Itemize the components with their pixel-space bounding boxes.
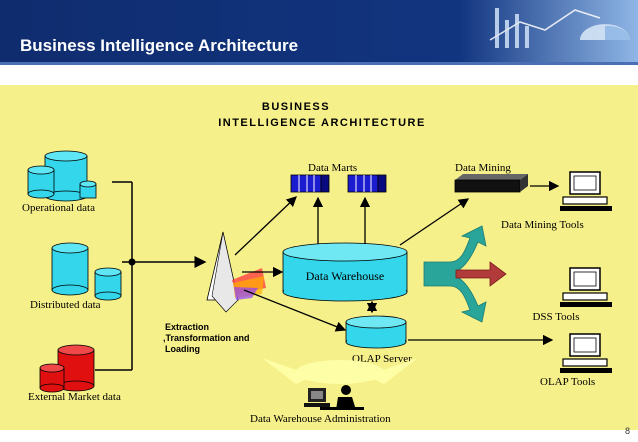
page-number: 8 xyxy=(624,426,630,436)
header-chart-graphic xyxy=(489,8,631,48)
external-market-data-label: External Market data xyxy=(28,391,121,403)
header-divider xyxy=(0,62,638,65)
bi-architecture-diagram: BUSINESS INTELLIGENCE ARCHITECTURE Opera… xyxy=(22,101,612,425)
etl-label-line1: Extraction xyxy=(165,322,209,332)
data-mart-icon-2 xyxy=(347,174,387,193)
etl-label-line2: ,Transformation and xyxy=(163,333,250,343)
data-mart-icon-1 xyxy=(290,174,330,193)
computer-icon-mining xyxy=(560,171,612,211)
computer-icon-dss xyxy=(560,267,612,307)
slide-title: Business Intelligence Architecture xyxy=(20,36,299,55)
diagram-heading-line2: INTELLIGENCE ARCHITECTURE xyxy=(218,117,426,129)
teal-distribution-arrow xyxy=(423,225,507,323)
olap-tools-label: OLAP Tools xyxy=(540,376,595,388)
junction-dot xyxy=(128,258,136,266)
data-mining-server-icon xyxy=(454,174,528,193)
dss-tools-label: DSS Tools xyxy=(532,311,579,323)
etl-prism-icon xyxy=(206,231,266,313)
data-mining-tools-label: Data Mining Tools xyxy=(501,219,584,231)
data-mining-label: Data Mining xyxy=(455,162,511,174)
header-decoration xyxy=(0,0,638,62)
etl-arrows xyxy=(234,196,347,332)
olap-server-label: OLAP Server xyxy=(352,353,412,365)
data-marts-label: Data Marts xyxy=(308,162,357,174)
diagram-heading-line1: BUSINESS xyxy=(262,101,330,113)
data-warehouse-label: Data Warehouse xyxy=(306,269,384,283)
distributed-data-label: Distributed data xyxy=(30,299,101,311)
etl-label-line3: Loading xyxy=(165,344,200,354)
warehouse-to-marts-arrows xyxy=(312,196,470,246)
distributed-data-icon xyxy=(51,242,122,301)
administration-glow xyxy=(262,358,418,384)
olap-server-cylinder xyxy=(345,315,407,349)
administrator-icon xyxy=(304,385,364,410)
slide-header: Business Intelligence Architecture xyxy=(0,0,638,62)
source-connectors xyxy=(95,181,207,371)
operational-data-label: Operational data xyxy=(22,202,95,214)
diagram-panel: BUSINESS INTELLIGENCE ARCHITECTURE Opera… xyxy=(0,85,638,430)
external-market-data-icon xyxy=(39,344,95,393)
computer-icon-olap xyxy=(560,333,612,373)
operational-data-icon xyxy=(27,150,97,202)
data-warehouse-cylinder xyxy=(282,242,408,302)
data-warehouse-administration-label: Data Warehouse Administration xyxy=(250,413,391,425)
